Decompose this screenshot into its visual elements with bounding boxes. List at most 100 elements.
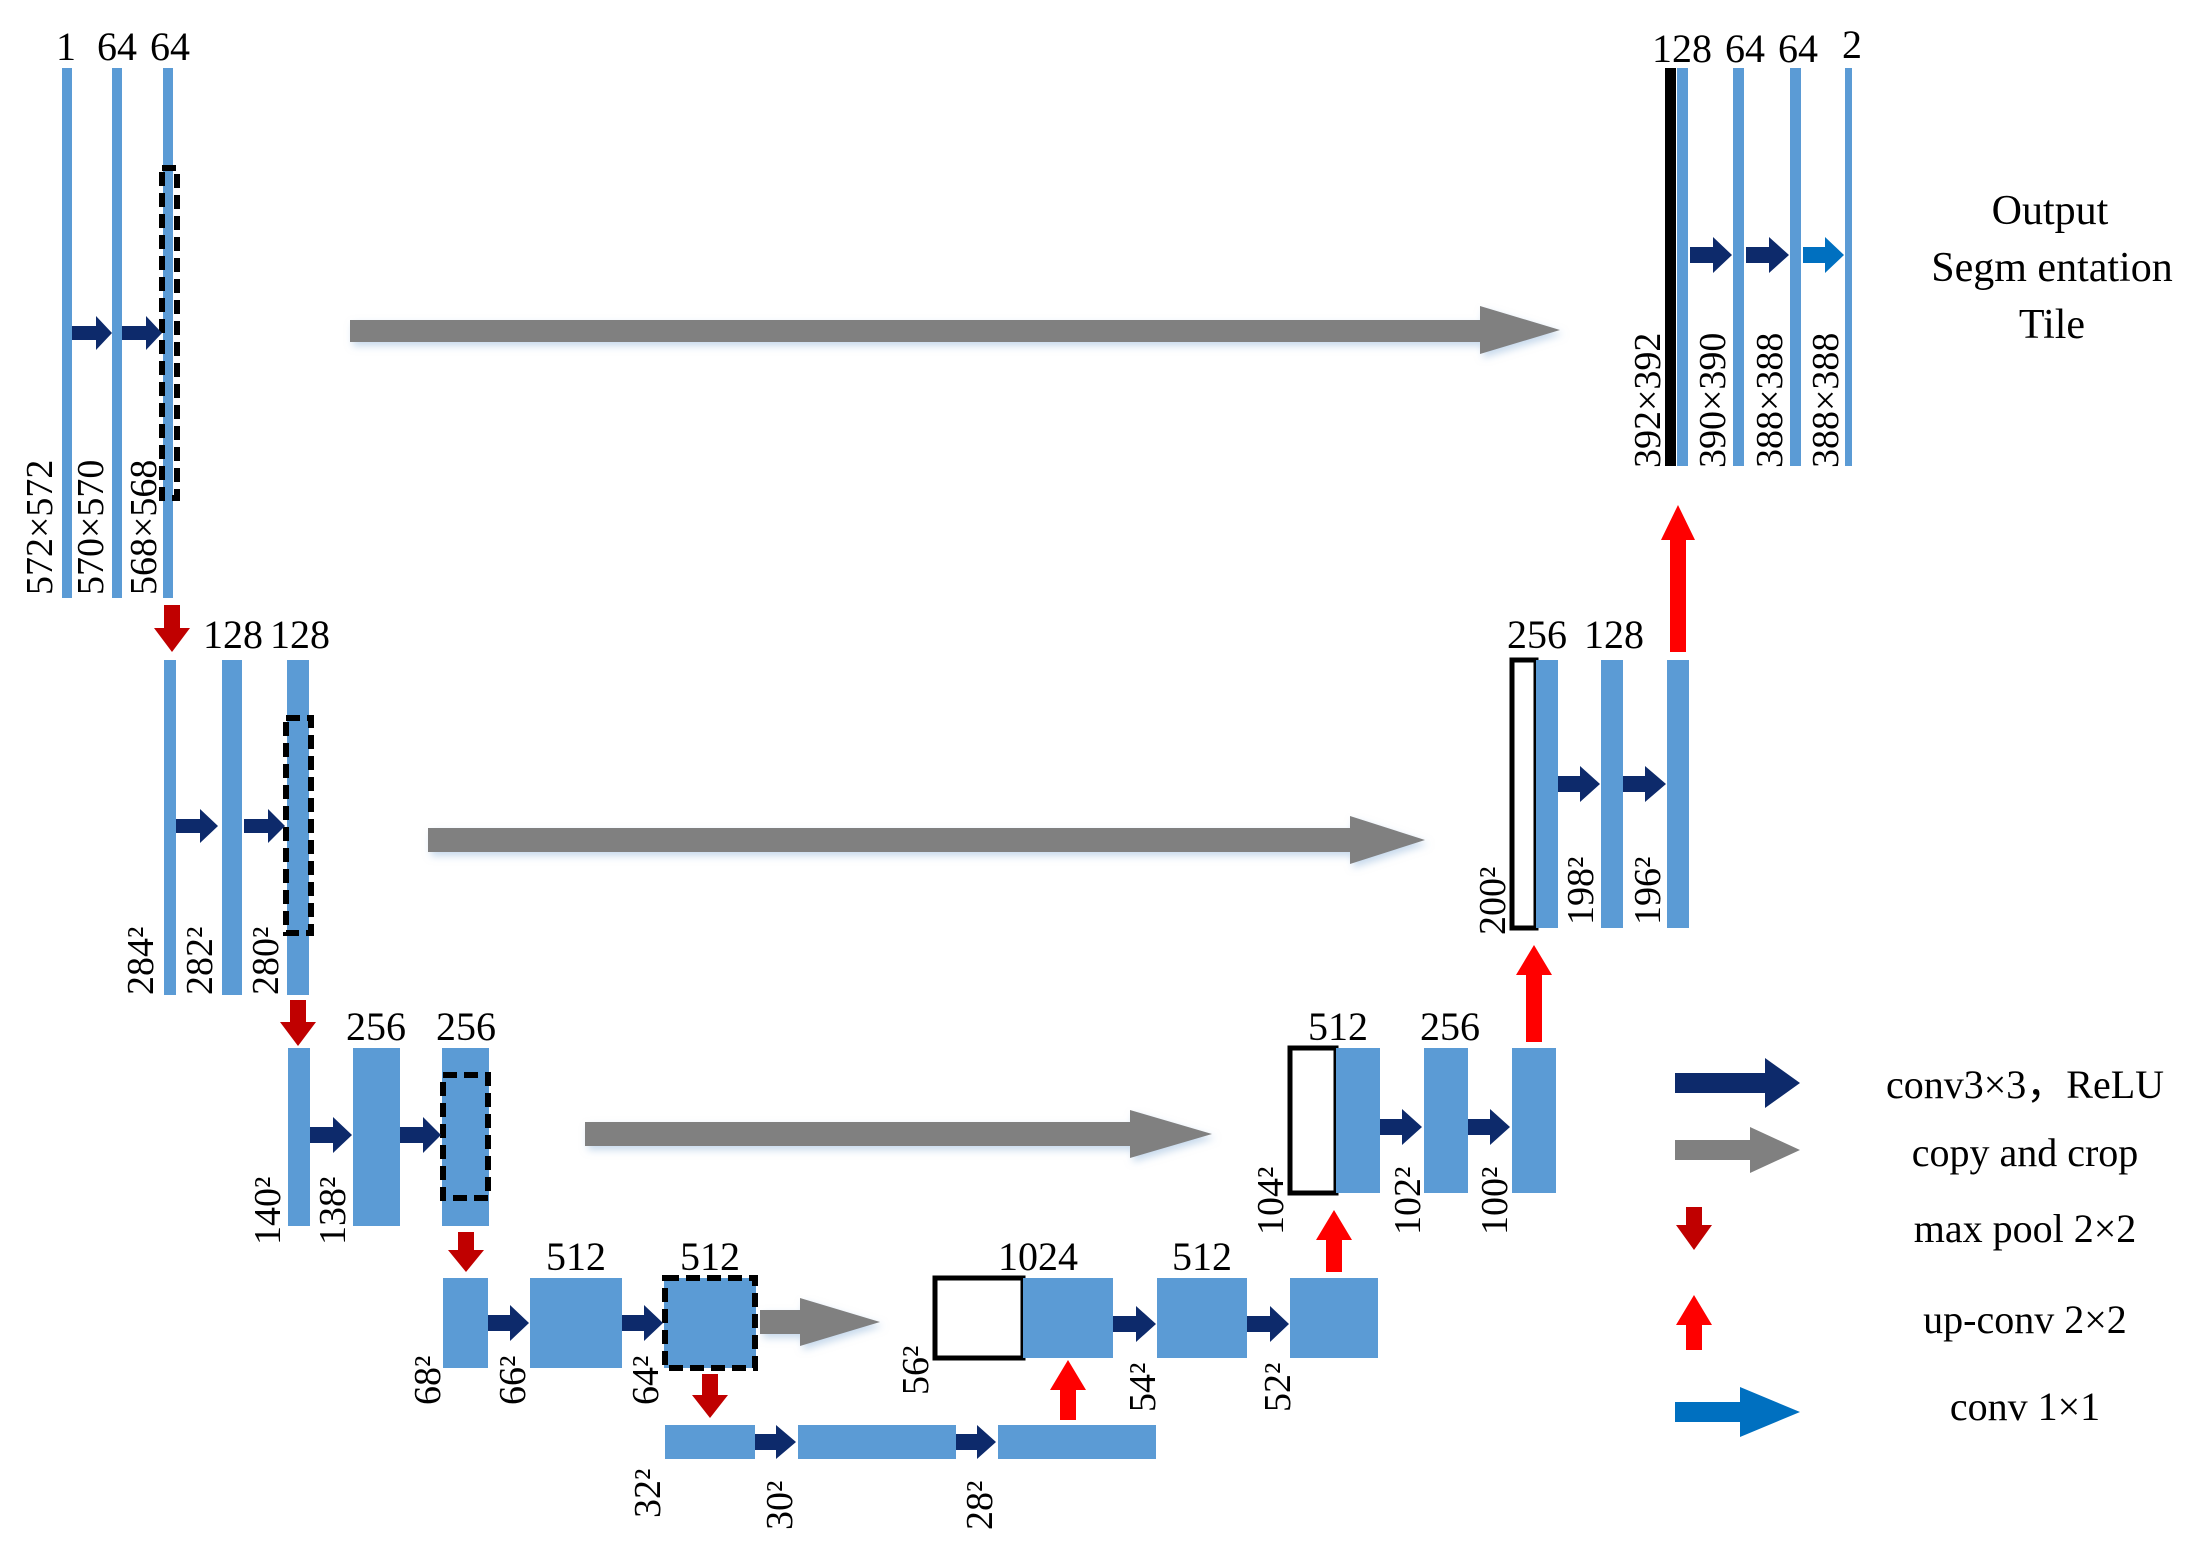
level-1-encoder: 1 64 64 572×572 570×570 568×568 xyxy=(19,24,190,598)
feature-map-bar xyxy=(1677,68,1688,466)
conv1x1-arrow-icon xyxy=(1675,1387,1800,1437)
channel-label: 256 xyxy=(436,1004,496,1049)
channel-label: 128 xyxy=(1652,26,1712,71)
level-4-decoder: 1024 512 56² 54² 52² xyxy=(895,1234,1378,1412)
max-pool-arrow-icon xyxy=(1676,1207,1712,1250)
channel-label: 128 xyxy=(1584,612,1644,657)
feature-map-bar xyxy=(1424,1048,1468,1193)
up-conv-arrow-icon xyxy=(1676,1295,1712,1350)
conv-arrow-icon xyxy=(1675,1058,1800,1108)
conv-arrow-icon xyxy=(244,809,285,843)
size-label: 30² xyxy=(759,1481,801,1530)
channel-label: 1 xyxy=(56,24,76,69)
feature-map-bar xyxy=(163,68,173,598)
size-label: 392×392 xyxy=(1627,333,1669,468)
feature-map-bar xyxy=(287,660,309,995)
feature-map-bar xyxy=(664,1278,756,1368)
conv-arrow-icon xyxy=(310,1117,352,1153)
feature-map-bar xyxy=(443,1278,488,1368)
copy-and-crop-arrow xyxy=(585,1110,1212,1158)
conv-arrow-icon xyxy=(1468,1109,1510,1145)
size-label: 284² xyxy=(120,927,162,995)
feature-map-bar xyxy=(1023,1278,1113,1358)
size-label: 388×388 xyxy=(1749,333,1791,468)
conv1x1-arrow-icon xyxy=(1803,237,1844,273)
feature-map-bar xyxy=(998,1425,1156,1459)
conv-arrow-icon xyxy=(1623,766,1666,802)
channel-label: 64 xyxy=(1725,26,1765,71)
size-label: 198² xyxy=(1560,857,1602,925)
size-label: 282² xyxy=(179,927,221,995)
size-label: 66² xyxy=(492,1356,534,1405)
conv-arrow-icon xyxy=(400,1117,441,1153)
feature-map-bar xyxy=(353,1048,400,1226)
feature-map-bar xyxy=(1336,1048,1380,1193)
concat-crop-box xyxy=(1287,1045,1339,1196)
copy-arrow-icon xyxy=(1675,1127,1800,1173)
output-label-line: Segm entation xyxy=(1931,245,2172,291)
size-label: 138² xyxy=(312,1177,354,1245)
bottleneck-level: 32² 30² 28² xyxy=(627,1425,1156,1530)
size-label: 64² xyxy=(625,1356,667,1405)
conv-arrow-icon xyxy=(72,316,112,350)
conv-arrow-icon xyxy=(176,809,218,843)
concat-crop-box xyxy=(1665,68,1676,466)
feature-map-bar xyxy=(1790,68,1801,466)
size-label: 56² xyxy=(895,1346,937,1395)
concat-crop-box xyxy=(1509,657,1539,931)
crop-region-outline xyxy=(662,1275,758,1371)
level-2-decoder: 256 128 200² 198² 196² xyxy=(1472,612,1689,935)
size-label: 100² xyxy=(1474,1167,1516,1235)
channel-label: 512 xyxy=(1172,1234,1232,1279)
size-label: 68² xyxy=(407,1356,449,1405)
output-bar xyxy=(1845,68,1852,466)
channel-label: 256 xyxy=(346,1004,406,1049)
max-pool-arrow-icon xyxy=(280,1000,316,1046)
feature-map-bar xyxy=(1512,1048,1556,1193)
level-3-encoder: 256 256 140² 138² xyxy=(247,1004,496,1245)
feature-map-bar xyxy=(164,660,176,995)
size-label: 104² xyxy=(1250,1167,1292,1235)
copy-and-crop-arrow xyxy=(350,306,1560,354)
conv-arrow-icon xyxy=(956,1425,996,1459)
size-label: 52² xyxy=(1257,1363,1299,1412)
size-label: 28² xyxy=(959,1481,1001,1530)
conv-arrow-icon xyxy=(755,1425,796,1459)
legend-label: conv 1×1 xyxy=(1950,1384,2100,1429)
size-label: 32² xyxy=(627,1469,669,1518)
feature-map-bar xyxy=(1290,1278,1378,1358)
channel-label: 256 xyxy=(1507,612,1567,657)
conv-arrow-icon xyxy=(622,1305,663,1341)
up-conv-arrow-icon xyxy=(1661,505,1695,652)
legend-label: conv3×3，ReLU xyxy=(1886,1062,2164,1107)
legend-label: up-conv 2×2 xyxy=(1923,1297,2127,1342)
max-pool-arrow-icon xyxy=(692,1374,728,1418)
channel-label: 512 xyxy=(1308,1004,1368,1049)
size-label: 568×568 xyxy=(123,460,165,595)
channel-label: 64 xyxy=(97,24,137,69)
channel-label: 64 xyxy=(150,24,190,69)
level-2-encoder: 128 128 284² 282² 280² xyxy=(120,612,330,995)
legend-label: max pool 2×2 xyxy=(1914,1206,2137,1251)
conv-arrow-icon xyxy=(488,1305,529,1341)
size-label: 200² xyxy=(1472,867,1514,935)
feature-map-bar xyxy=(530,1278,622,1368)
legend-label: copy and crop xyxy=(1912,1130,2139,1175)
conv-arrow-icon xyxy=(1380,1109,1422,1145)
conv-arrow-icon xyxy=(1247,1306,1289,1342)
feature-map-bar xyxy=(288,1048,310,1226)
level-3-decoder: 512 256 104² 102² 100² xyxy=(1250,1004,1556,1235)
feature-map-bar xyxy=(1157,1278,1247,1358)
crop-region-outline xyxy=(283,715,314,936)
copy-and-crop-arrow xyxy=(760,1298,880,1346)
channel-label: 128 xyxy=(203,612,263,657)
size-label: 390×390 xyxy=(1692,333,1734,468)
level-1-decoder: 128 64 64 2 392×392 390×390 388×388 388×… xyxy=(1627,22,1862,468)
legend: conv3×3，ReLU copy and crop max pool 2×2 … xyxy=(1675,1058,2164,1437)
max-pool-arrow-icon xyxy=(154,605,190,652)
channel-label: 512 xyxy=(680,1234,740,1279)
channel-label: 1024 xyxy=(998,1234,1078,1279)
channel-label: 64 xyxy=(1778,26,1818,71)
output-segmentation-label: Output Segm entation Tile xyxy=(1931,188,2172,348)
